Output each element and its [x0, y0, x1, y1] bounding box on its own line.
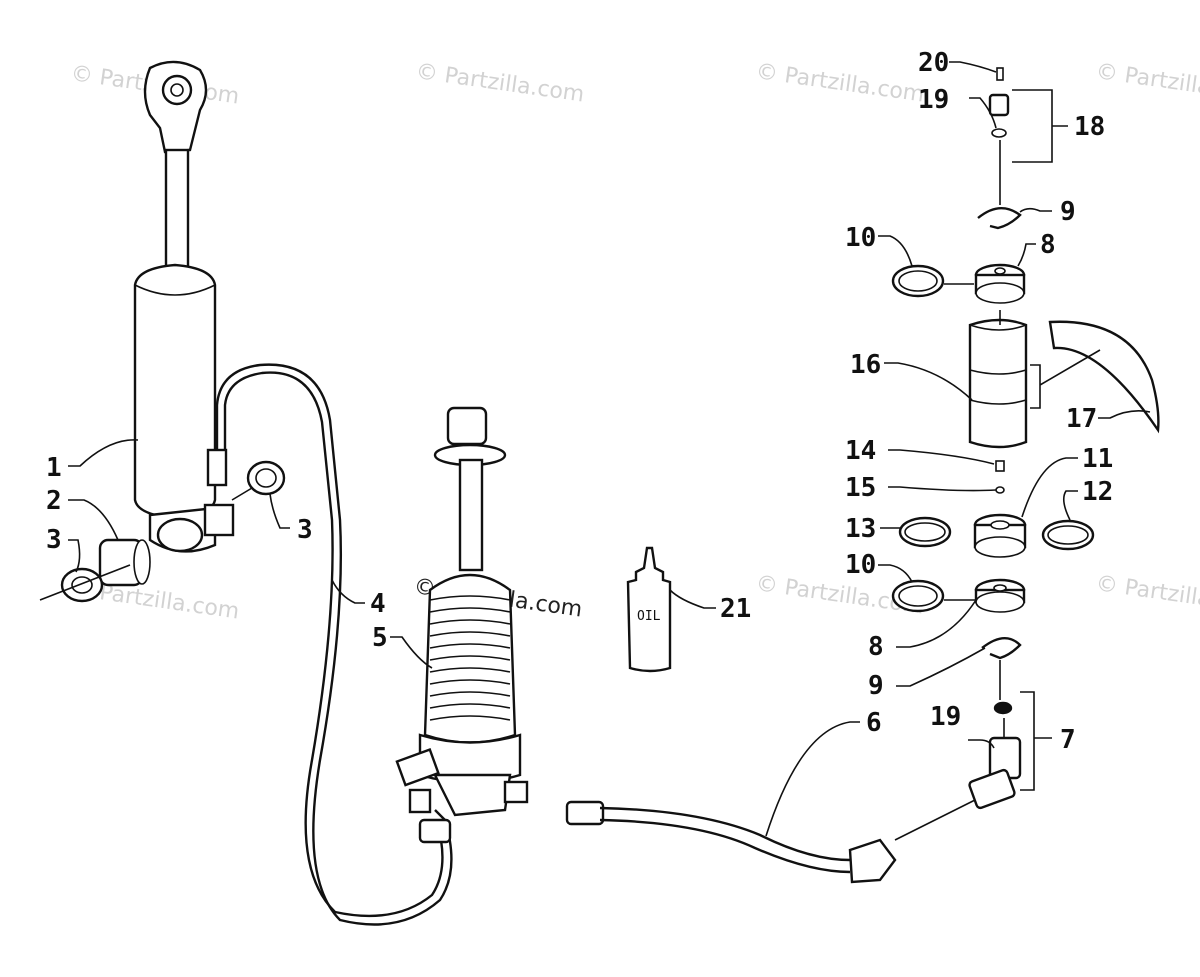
callout-20: 20 — [918, 48, 949, 78]
part-8-cap-top — [974, 263, 1026, 304]
callout-13: 13 — [845, 514, 876, 544]
part-8-cap-bottom — [974, 578, 1026, 613]
callout-12: 12 — [1082, 477, 1113, 507]
callout-7: 7 — [1060, 725, 1076, 755]
callout-21: 21 — [720, 594, 751, 624]
part-20-screw — [996, 67, 1004, 81]
callout-9-top: 9 — [1060, 197, 1076, 227]
callout-14: 14 — [845, 436, 876, 466]
part-17-decal — [1048, 320, 1160, 434]
spring-coils — [429, 595, 511, 721]
callout-10-bottom: 10 — [845, 550, 876, 580]
part-9-retaining-ring-bottom — [981, 637, 1022, 660]
part-6-braided-hose — [418, 800, 897, 884]
callout-19-bottom: 19 — [930, 702, 961, 732]
part-7-elbow-fitting — [894, 718, 1022, 841]
leader-lines — [68, 61, 1151, 837]
part-4-hose — [206, 363, 453, 926]
part-10-seal-bottom — [891, 579, 975, 613]
watermark-8: © Partzilla.com — [1094, 571, 1200, 619]
callout-9-bottom: 9 — [868, 671, 884, 701]
part-1-shock-absorber — [133, 60, 235, 553]
callout-6: 6 — [866, 708, 882, 738]
callout-1: 1 — [46, 453, 62, 483]
callout-2: 2 — [46, 486, 62, 516]
part-3-collar-right — [231, 460, 286, 501]
part-5-reservoir-shock — [395, 406, 529, 817]
part-11-piston — [973, 513, 1027, 558]
callout-3-right: 3 — [297, 515, 313, 545]
part-19-oring-bottom — [993, 701, 1013, 715]
callout-11: 11 — [1082, 444, 1113, 474]
part-9-retaining-ring-top — [977, 207, 1022, 230]
callout-8-bottom: 8 — [868, 632, 884, 662]
part-14-screw — [995, 460, 1005, 472]
part-18-valve-assembly — [988, 93, 1010, 138]
watermark-4: © Partzilla.com — [1094, 59, 1200, 107]
part-15-washer — [995, 486, 1005, 494]
part-21-oil-bottle: OIL — [626, 546, 672, 673]
part-12-ring — [1041, 519, 1095, 551]
oil-label: OIL — [637, 609, 661, 624]
part-13-ring — [898, 516, 952, 548]
callout-10-top: 10 — [845, 223, 876, 253]
part-10-seal-top — [891, 264, 974, 298]
callout-5: 5 — [372, 623, 388, 653]
watermark-3: © Partzilla.com — [754, 59, 926, 107]
callouts: 1 2 3 3 4 5 6 7 8 8 9 9 10 10 11 12 13 1… — [46, 48, 1113, 755]
part-2-bushing — [98, 538, 151, 587]
callout-4: 4 — [370, 589, 386, 619]
callout-18: 18 — [1074, 112, 1105, 142]
callout-19-top: 19 — [918, 85, 949, 115]
bracket-7 — [1020, 691, 1052, 791]
watermark-2: © Partzilla.com — [414, 59, 586, 107]
callout-17: 17 — [1066, 404, 1097, 434]
reservoir-exploded-stack — [891, 67, 1160, 715]
callout-16: 16 — [850, 350, 881, 380]
part-3-collar-left — [39, 564, 131, 603]
bracket-18 — [1012, 89, 1068, 163]
callout-8-top: 8 — [1040, 230, 1056, 260]
callout-3-left: 3 — [46, 525, 62, 555]
callout-15: 15 — [845, 473, 876, 503]
part-16-sleeve — [968, 310, 1028, 449]
watermarks: © Partzilla.com © Partzilla.com © Partzi… — [69, 59, 1200, 624]
